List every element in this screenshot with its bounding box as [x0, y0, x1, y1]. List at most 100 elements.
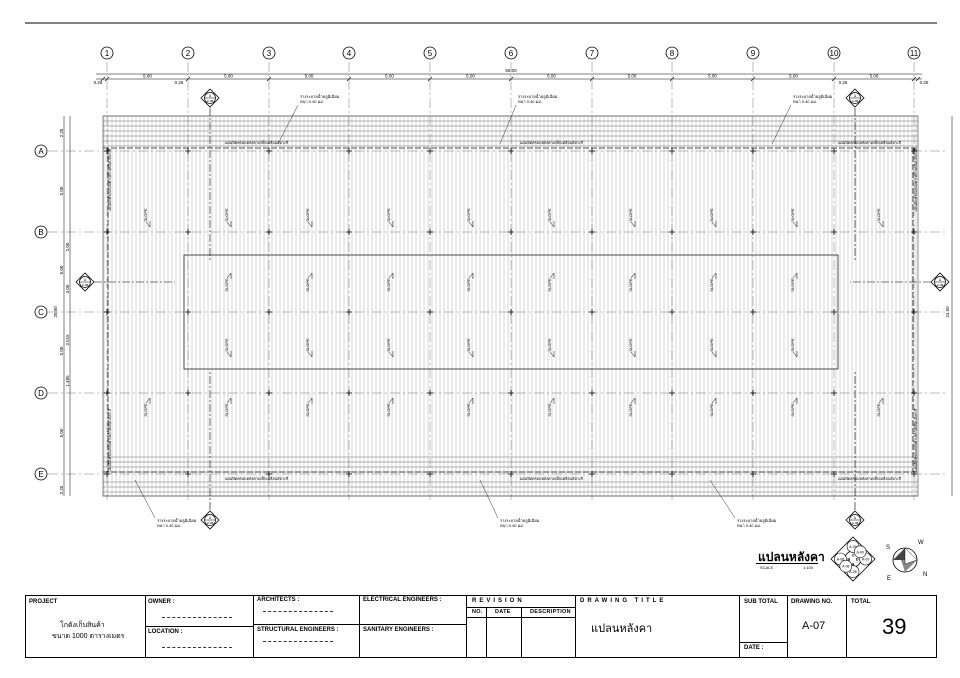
grid-bubble-row [34, 386, 48, 400]
slope-label: SLOPE [547, 338, 555, 358]
dim-tick [346, 76, 352, 82]
slope-arrow [792, 272, 798, 279]
key-plan-ref: A-09 [856, 550, 863, 554]
grid-bubble-col [181, 46, 195, 60]
slope-label: SLOPE [547, 208, 555, 228]
dim-tick [185, 76, 191, 82]
slope-arrow [878, 397, 884, 404]
section-marker-number: 1 [209, 94, 211, 98]
slope-text: SLOPE [386, 338, 391, 352]
scale-value: 1:100 [803, 565, 814, 570]
ridge-note: แผ่นปิดครอบหลังคาเหล็กเคลือบสังกะสี [520, 475, 584, 481]
ridge-note: แผ่นปิดครอบหลังคาเหล็กเคลือบสังกะสี [225, 475, 289, 481]
grid-label-col: 6 [509, 49, 514, 58]
project-size: ขนาด 1000 ตารางเมตร [52, 633, 125, 640]
slope-label: SLOPE [386, 272, 394, 292]
dim-tick [750, 76, 756, 82]
dim-tick [104, 76, 110, 82]
slope-label: SLOPE [790, 338, 798, 358]
slope-text: SLOPE [305, 208, 310, 222]
slope-text: SLOPE [790, 403, 795, 417]
grid-label-row: C [38, 308, 44, 317]
key-plan-ref: A-09 [862, 558, 869, 562]
slope-label: SLOPE [224, 208, 232, 228]
section-marker-left: 1A-08 [75, 272, 95, 292]
revision-label: REVISION [472, 598, 525, 604]
slope-text: SLOPE [709, 208, 714, 222]
gutter-note: รางระบายน้ำอลูมิเนียม [737, 516, 777, 524]
slope-text: SLOPE [305, 278, 310, 292]
grid-label-row: B [38, 228, 43, 237]
slope-label: SLOPE [876, 208, 884, 228]
grid-bubble-col [746, 46, 760, 60]
slope-text: SLOPE [547, 208, 552, 222]
slope-label: SLOPE [628, 338, 636, 358]
revision-date-header: DATE [495, 609, 511, 615]
slope-text: SLOPE [876, 208, 881, 222]
slope-label: SLOPE [224, 272, 232, 292]
dim-text-left: 2.25 [59, 485, 64, 494]
grid-label-col: 7 [590, 49, 595, 58]
revision-no-header: NO. [472, 609, 483, 615]
slope-text: SLOPE [709, 278, 714, 292]
grid-label-row: E [38, 470, 43, 479]
key-plan-letter: C [852, 552, 855, 557]
section-marker-number: 1 [209, 516, 211, 520]
slope-arrow [468, 351, 474, 358]
section-marker-ref: A-08 [82, 283, 89, 287]
slope-label: SLOPE [386, 338, 394, 358]
slope-label: SLOPE [305, 397, 313, 417]
dim-text-bay: 5.00 [628, 74, 637, 79]
slope-arrow [226, 272, 232, 279]
structural-label: STRUCTURAL ENGINEERS : [257, 627, 339, 633]
dim-tick [589, 76, 595, 82]
gutter-note: หนา 0.40 มม. [518, 99, 542, 104]
ridge-note: แผ่นปิดครอบหลังคาเหล็กเคลือบสังกะสี [838, 475, 902, 481]
slope-text: SLOPE [386, 403, 391, 417]
gutter-leader [771, 104, 792, 145]
grid-bubble-row [34, 305, 48, 319]
slope-arrow [878, 221, 884, 228]
grid-bubble-col [665, 46, 679, 60]
slope-label: SLOPE [628, 397, 636, 417]
slope-text: SLOPE [628, 338, 633, 352]
slope-arrow [711, 397, 717, 404]
gutter-note: หนา 0.40 มม. [300, 99, 324, 104]
slope-text: SLOPE [547, 403, 552, 417]
dim-text-edge: 0.25 [839, 80, 848, 85]
slope-arrow [711, 221, 717, 228]
slope-text: SLOPE [224, 278, 229, 292]
key-plan-ref: A-08 [849, 570, 856, 574]
dim-text-left: 5.00 [59, 346, 64, 355]
scale-label: SCALE [760, 565, 774, 570]
dim-text-left: 5.00 [59, 186, 64, 195]
slope-label: SLOPE [224, 338, 232, 358]
grid-bubble-col [262, 46, 276, 60]
slope-arrow [549, 397, 555, 404]
gutter-note: รางระบายน้ำอลูมิเนียม [793, 92, 833, 100]
grid-bubble-row [34, 144, 48, 158]
structural-blank [263, 641, 333, 642]
slope-text: SLOPE [709, 338, 714, 352]
dim-text-bay: 5.00 [305, 74, 314, 79]
grid-bubble-col [907, 46, 921, 60]
section-marker-top-left: 1A-08 [200, 88, 220, 108]
dim-tick [669, 76, 675, 82]
gutter-note: รางระบายน้ำอลูมิเนียม [300, 92, 340, 100]
slope-arrow [307, 397, 313, 404]
slope-label: SLOPE [709, 208, 717, 228]
dim-tick [831, 76, 837, 82]
compass-letter: S [886, 545, 890, 551]
compass-letter: E [887, 576, 891, 582]
slope-arrow [630, 351, 636, 358]
slope-arrow [468, 221, 474, 228]
slope-label: SLOPE [143, 208, 151, 228]
roof-sheet-ribs [103, 116, 917, 496]
slope-label: SLOPE [466, 272, 474, 292]
dim-text-left: 1.485 [65, 375, 70, 387]
